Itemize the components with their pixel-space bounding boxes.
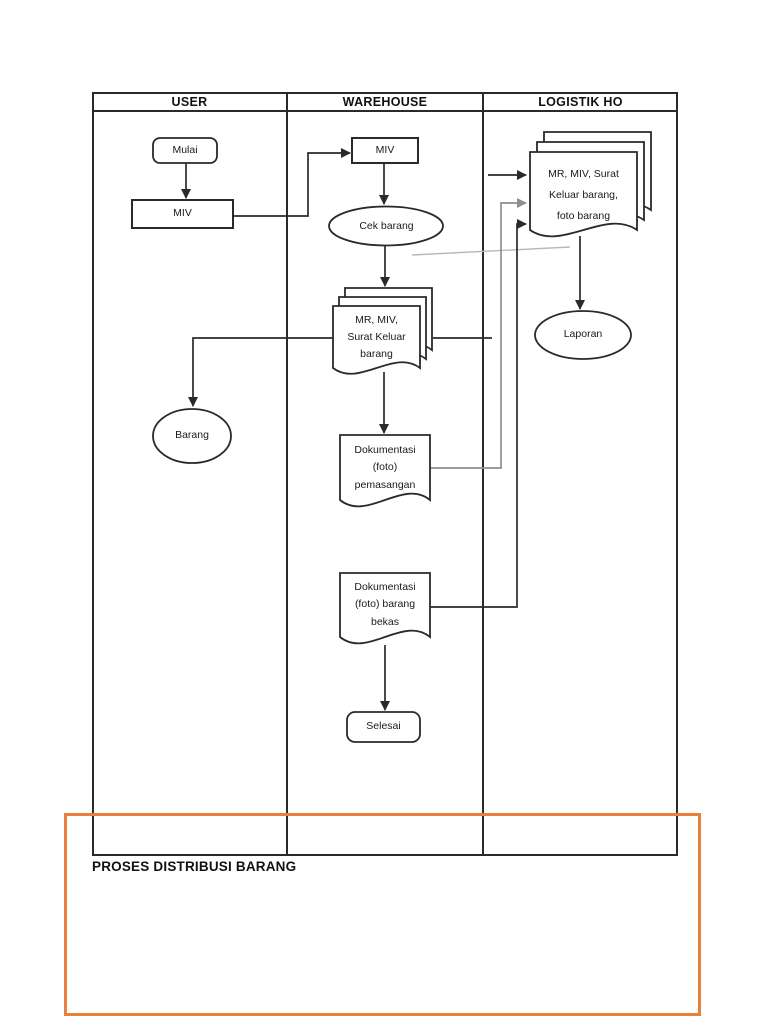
node-dok-pemasangan-shape [339,434,431,508]
node-wh-miv-shape [351,137,419,164]
orange-highlight-box [64,813,701,1016]
node-selesai-label: Selesai [366,720,401,733]
node-dok-barang-bekas-shape [339,572,431,645]
arrow-usermiv-to-whmiv [233,147,352,217]
lane-header-user: USER [92,92,287,111]
arrow-dok2-to-hodocs [430,218,528,608]
lane-divider-2 [482,92,484,856]
node-cek-barang-shape [328,205,444,247]
node-ho-docs-sheet-front [529,151,638,238]
lane-header-warehouse: WAREHOUSE [287,92,483,111]
node-cek-barang-label: Cek barang [359,219,414,232]
node-laporan-shape [534,310,632,360]
node-user-miv-label: MIV [173,207,192,220]
lane-header-warehouse-label: WAREHOUSE [342,94,428,109]
lane-header-logistik: LOGISTIK HO [483,92,678,111]
node-mulai-shape [152,137,218,164]
node-wh-miv-label: MIV [375,143,395,156]
arrow-whdocs-to-barang [187,337,333,408]
node-dok-pemasangan-label: Dokumentasi (foto) pemasangan [354,443,416,491]
node-mulai-label: Mulai [172,143,198,156]
node-barang-label: Barang [175,429,209,442]
line-cek-right-thin [411,246,571,256]
node-ho-docs-label: MR, MIV, Surat Keluar barang, foto baran… [548,167,619,222]
arrow-dok1-to-hodocs [430,197,528,469]
page-title: PROSES DISTRIBUSI BARANG [92,859,297,874]
swimlane-table [92,92,678,856]
node-barang-shape [152,408,232,464]
lane-divider-1 [286,92,288,856]
lane-header-user-label: USER [171,94,208,109]
node-wh-docs-label: MR, MIV, Surat Keluar barang [347,313,406,360]
node-selesai-shape [346,711,421,743]
node-dok-barang-bekas-label: Dokumentasi (foto) barang bekas [354,580,416,628]
node-laporan-label: Laporan [563,328,603,341]
lane-header-logistik-label: LOGISTIK HO [538,94,623,109]
lane-header-underline [92,110,678,112]
node-wh-docs-sheet-front [332,305,421,375]
node-user-miv-shape [131,199,234,229]
